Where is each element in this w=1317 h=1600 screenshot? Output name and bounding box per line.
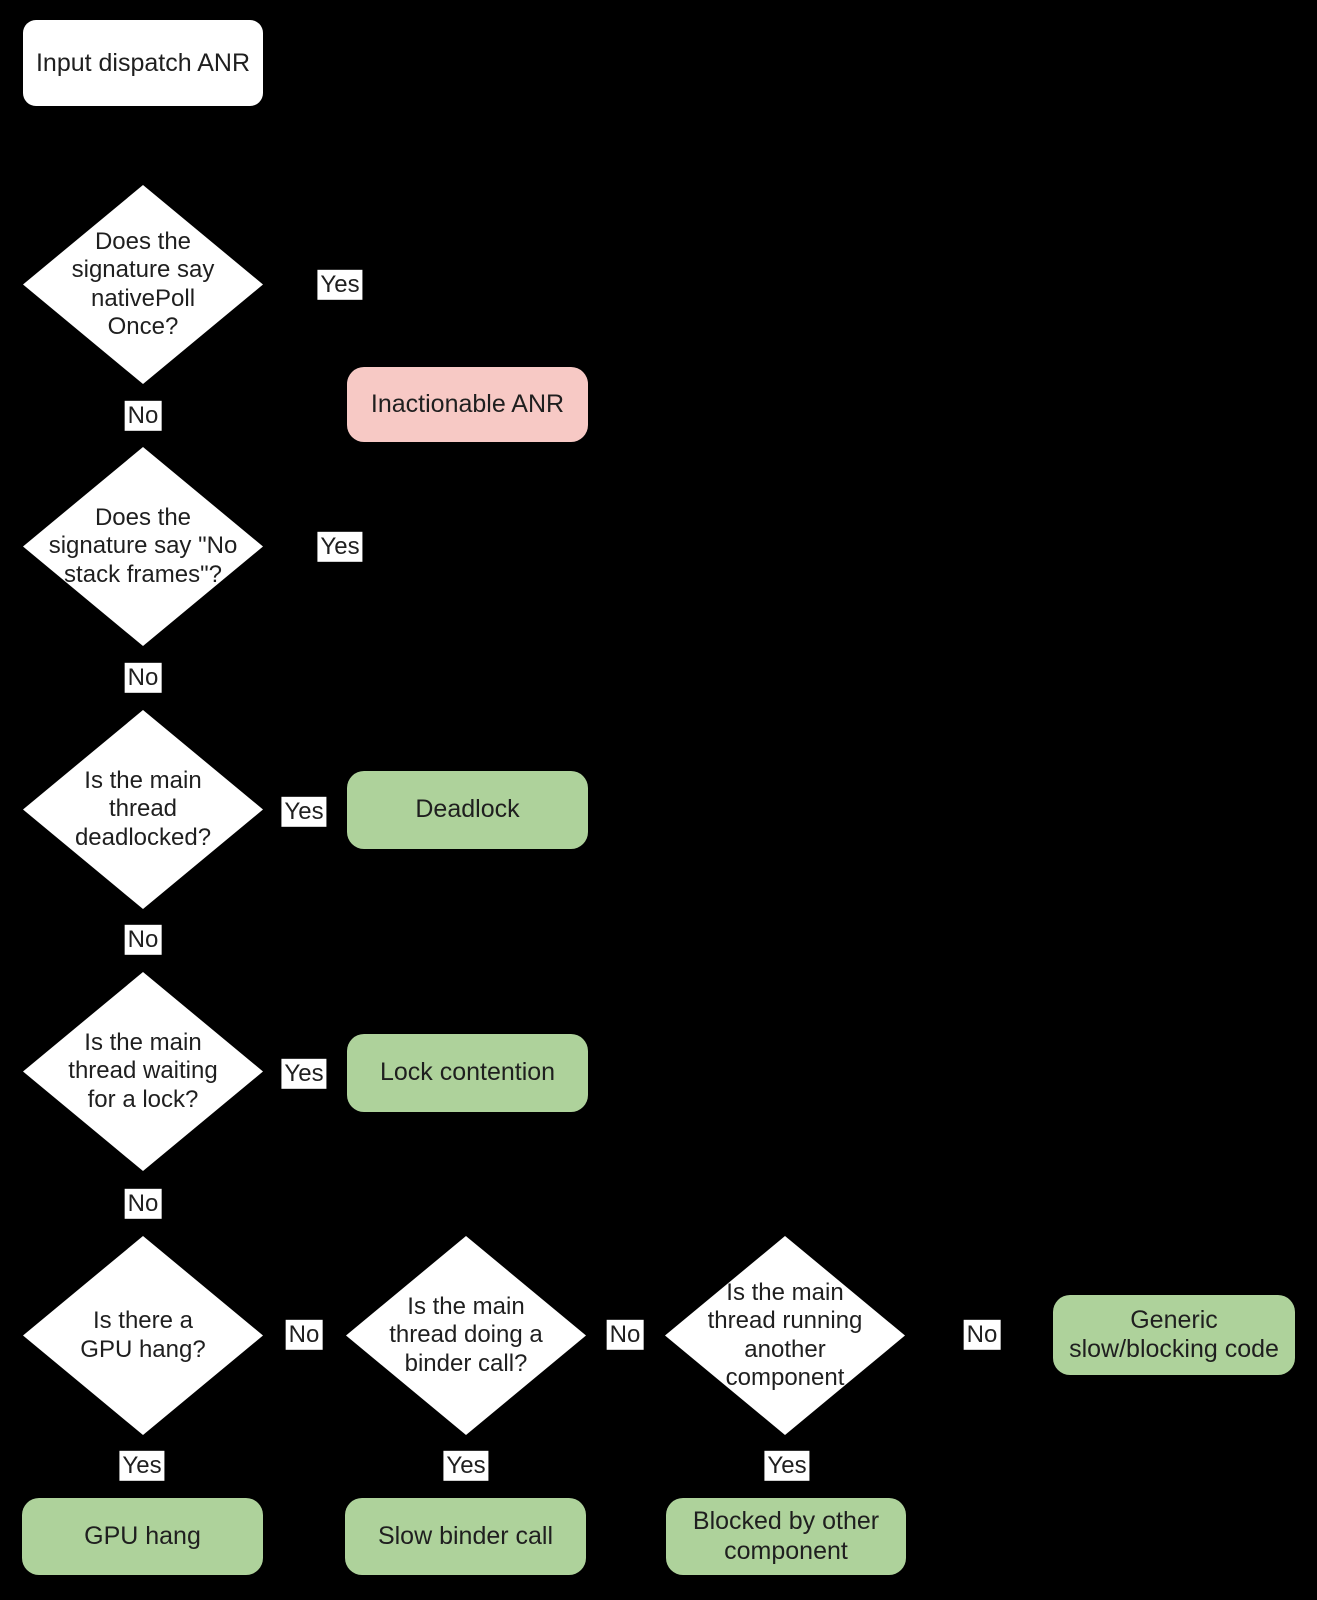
edge-label-no-another-component: No [963,1319,1001,1351]
outcome-label: GPU hang [84,1521,201,1550]
outcome-slow-binder-call: Slow binder call [345,1498,586,1575]
start-node-input-dispatch-anr: Input dispatch ANR [23,20,263,106]
decision-gpu-hang: Is there a GPU hang? [23,1236,263,1435]
edge-label-no-gpu-hang: No [285,1319,323,1351]
edge-label-no-waiting-lock: No [124,1188,162,1220]
decision-main-thread-deadlocked: Is the main thread deadlocked? [23,710,263,909]
decision-label: Is the main thread doing a binder call? [389,1293,543,1377]
edge-label-no-nativepoll: No [124,400,162,432]
edge-label-yes-nativepoll-to-inactionable: Yes [317,269,363,301]
outcome-label: Generic slow/blocking code [1069,1305,1279,1364]
outcome-blocked-by-other-component: Blocked by other component [666,1498,906,1575]
decision-signature-nativepollonce: Does the signature say nativePoll Once? [23,185,263,384]
edge-label-no-binder-call: No [606,1319,644,1351]
outcome-label: Deadlock [415,795,520,824]
edge-label-no-nostackframes: No [124,662,162,694]
decision-label: Is the main thread waiting for a lock? [68,1029,218,1113]
decision-label: Is there a GPU hang? [80,1307,206,1363]
decision-label: Is the main thread deadlocked? [74,767,212,851]
decision-main-thread-waiting-for-lock: Is the main thread waiting for a lock? [23,972,263,1171]
outcome-gpu-hang: GPU hang [22,1498,263,1575]
edge-label-yes-nostackframes-to-inactionable: Yes [317,531,363,563]
decision-main-thread-running-another-component: Is the main thread running another compo… [665,1236,905,1435]
outcome-label: Slow binder call [377,1521,554,1550]
outcome-label: Lock contention [379,1058,556,1087]
edge-label-yes-deadlocked: Yes [281,796,327,828]
edge-label-yes-binder-call: Yes [443,1450,489,1482]
decision-label: Does the signature say nativePoll Once? [71,227,215,340]
decision-main-thread-binder-call: Is the main thread doing a binder call? [346,1236,586,1435]
decision-signature-no-stack-frames: Does the signature say "No stack frames"… [23,447,263,646]
decision-label: Does the signature say "No stack frames"… [48,504,238,588]
edge-label-yes-waiting-lock: Yes [281,1058,327,1090]
outcome-inactionable-anr: Inactionable ANR [347,367,588,442]
decision-label: Is the main thread running another compo… [707,1278,863,1391]
outcome-lock-contention: Lock contention [347,1034,588,1112]
start-node-label: Input dispatch ANR [35,48,250,77]
outcome-deadlock: Deadlock [347,771,588,849]
edge-label-yes-gpu-hang: Yes [119,1450,165,1482]
outcome-label: Blocked by other component [692,1507,880,1565]
edge-label-no-deadlocked: No [124,924,162,956]
edge-label-yes-another-component: Yes [764,1450,810,1482]
outcome-generic-slow-blocking-code: Generic slow/blocking code [1053,1295,1295,1375]
outcome-label: Inactionable ANR [370,389,565,418]
